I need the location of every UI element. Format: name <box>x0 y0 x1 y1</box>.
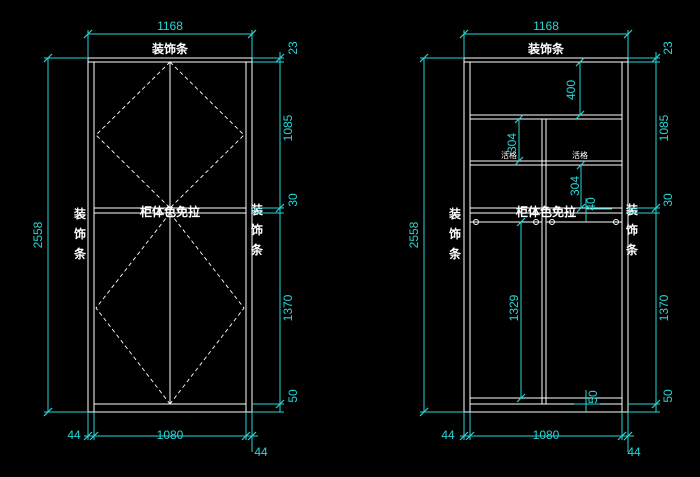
right-cabinet-outline <box>463 57 629 413</box>
right-top-trim-label: 装饰条 <box>527 41 565 56</box>
right-trim-char-1: 装 <box>448 206 461 221</box>
left-wardrobe: 装饰条 柜体色免拉 装 饰 条 装 饰 条 1168 2558 23 108 <box>31 19 300 459</box>
left-dim-50: 50 <box>286 389 300 403</box>
right-dim-23: 23 <box>661 41 675 55</box>
left-dim-1370: 1370 <box>281 294 295 321</box>
left-trim-char-2: 饰 <box>74 226 86 241</box>
right-dim-50: 50 <box>661 389 675 403</box>
right-dim-50-inner: 50 <box>586 390 600 404</box>
right-trim-char-3: 条 <box>448 246 462 261</box>
left-lower-left-swing <box>95 212 171 405</box>
left-center-label: 柜体色免拉 <box>139 204 200 219</box>
left-cabinet-outline <box>87 57 253 413</box>
right-dim-40: 40 <box>584 197 598 211</box>
left-right-trim-char-3: 条 <box>250 242 264 257</box>
right-dim-1370: 1370 <box>657 294 671 321</box>
right-dim-304-b: 304 <box>568 176 582 196</box>
right-right-trim-char-3: 条 <box>625 242 639 257</box>
left-lower-right-swing <box>169 212 245 405</box>
left-dim-23: 23 <box>286 41 300 55</box>
right-trim-char-2: 饰 <box>449 226 461 241</box>
left-right-trim-char-1: 装 <box>250 202 263 217</box>
right-dim-400: 400 <box>564 80 578 100</box>
right-dim-1329: 1329 <box>507 294 521 321</box>
left-bottom-44-right: 44 <box>254 445 268 459</box>
right-bottom-width: 1080 <box>533 428 560 442</box>
right-dim-304-a: 304 <box>505 133 519 153</box>
left-bottom-44-left: 44 <box>67 428 81 442</box>
right-small-label-left: 活格 <box>501 150 517 160</box>
right-total-height: 2558 <box>407 221 421 248</box>
left-top-trim-label: 装饰条 <box>151 41 189 56</box>
left-upper-right-swing <box>169 61 245 209</box>
right-bottom-44-right: 44 <box>627 445 641 459</box>
left-right-trim-char-2: 饰 <box>251 222 263 237</box>
right-bottom-44-left: 44 <box>441 428 455 442</box>
left-trim-char-3: 条 <box>73 246 87 261</box>
right-dim-1085: 1085 <box>657 114 671 141</box>
right-wardrobe: 装饰条 柜体色免拉 活格 活格 装 饰 条 装 饰 条 400 304 304 … <box>407 19 675 459</box>
right-top-width: 1168 <box>533 19 559 33</box>
left-bottom-width: 1080 <box>157 428 184 442</box>
right-small-label-right: 活格 <box>572 150 588 160</box>
left-dim-30: 30 <box>286 193 300 207</box>
right-center-label: 柜体色免拉 <box>515 204 576 219</box>
left-total-height: 2558 <box>31 221 45 248</box>
left-top-width: 1168 <box>157 19 183 33</box>
right-dim-30: 30 <box>661 193 675 207</box>
left-dim-1085: 1085 <box>281 114 295 141</box>
right-right-trim-char-2: 饰 <box>626 222 638 237</box>
left-upper-left-swing <box>95 61 171 209</box>
right-right-trim-char-1: 装 <box>625 202 638 217</box>
left-trim-char-1: 装 <box>73 206 86 221</box>
